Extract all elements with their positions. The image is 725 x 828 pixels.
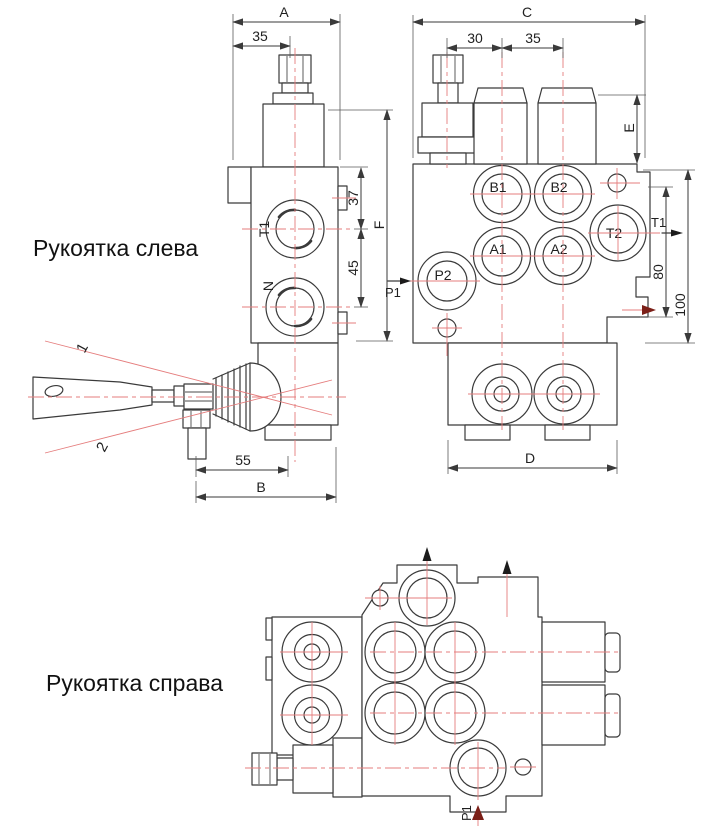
dim-a-label: A bbox=[279, 4, 289, 20]
port-b1-label: B1 bbox=[489, 179, 506, 195]
dim-e-label: E bbox=[621, 123, 637, 132]
front-view: B1 B2 T2 A1 A2 P2 bbox=[385, 4, 695, 474]
dimension-100: 100 bbox=[643, 169, 695, 344]
p1-label-front: P1 bbox=[385, 285, 401, 300]
hex-fitting bbox=[251, 737, 363, 798]
p1-label-bottom: P1 bbox=[459, 805, 474, 821]
dim-35-front-label: 35 bbox=[525, 30, 541, 46]
flow-arrow-right bbox=[622, 305, 656, 315]
side-view: T1 N bbox=[28, 4, 393, 503]
spool-cap-2 bbox=[537, 87, 597, 165]
dimension-e: E bbox=[598, 94, 646, 164]
front-view-centerlines bbox=[398, 52, 660, 430]
port-a1-label: A1 bbox=[489, 241, 506, 257]
bottom-view-centerlines bbox=[245, 552, 618, 800]
port-p2-label: P2 bbox=[434, 267, 451, 283]
dim-37-label: 37 bbox=[345, 190, 361, 206]
dim-30-label: 30 bbox=[467, 30, 483, 46]
dim-45-label: 45 bbox=[345, 260, 361, 276]
handle-position-1: 1 bbox=[73, 340, 92, 355]
dimension-55: 55 bbox=[195, 452, 289, 477]
dimension-c: C bbox=[412, 4, 646, 158]
dim-d-label: D bbox=[525, 450, 535, 466]
dimension-f: F bbox=[328, 109, 393, 342]
side-view-centerlines bbox=[28, 48, 356, 462]
bottom-view: P1 bbox=[245, 547, 621, 826]
dimension-80: 80 bbox=[640, 186, 673, 318]
up-arrow-1 bbox=[422, 547, 432, 561]
port-b2-label: B2 bbox=[550, 179, 567, 195]
dimension-30: 30 bbox=[446, 30, 503, 58]
dim-f-label: F bbox=[371, 221, 387, 230]
dim-80-label: 80 bbox=[650, 264, 666, 280]
relief-valve-front bbox=[417, 54, 478, 165]
dim-c-label: C bbox=[522, 4, 532, 20]
dimension-b: B bbox=[195, 447, 337, 503]
dim-35-side-label: 35 bbox=[252, 28, 268, 44]
p1-flow-indicator: P1 bbox=[385, 277, 411, 300]
title-handle-right: Рукоятка справа bbox=[46, 670, 223, 696]
port-n-label: N bbox=[260, 281, 276, 291]
port-a2-label: A2 bbox=[550, 241, 567, 257]
spool-cap-right-2 bbox=[541, 684, 621, 746]
dimension-d: D bbox=[447, 440, 618, 474]
handle-position-2: 2 bbox=[93, 439, 112, 454]
drain-fitting bbox=[182, 409, 211, 460]
up-arrow-2 bbox=[502, 560, 512, 574]
dimension-35-side: 35 bbox=[232, 28, 291, 58]
dimension-35-front: 35 bbox=[501, 30, 564, 58]
relief-valve-cap bbox=[262, 54, 325, 168]
dimension-37: 37 bbox=[340, 166, 368, 230]
title-handle-left: Рукоятка слева bbox=[33, 235, 198, 261]
dim-b-label: B bbox=[256, 479, 265, 495]
p1-flow-indicator-bottom: P1 bbox=[459, 805, 484, 826]
dim-55-label: 55 bbox=[235, 452, 251, 468]
spool-cap-1 bbox=[473, 87, 528, 165]
dimension-a: A bbox=[232, 4, 341, 160]
dim-100-label: 100 bbox=[672, 293, 688, 317]
dimension-45: 45 bbox=[345, 228, 368, 308]
t1-label-front: T1 bbox=[651, 215, 666, 230]
